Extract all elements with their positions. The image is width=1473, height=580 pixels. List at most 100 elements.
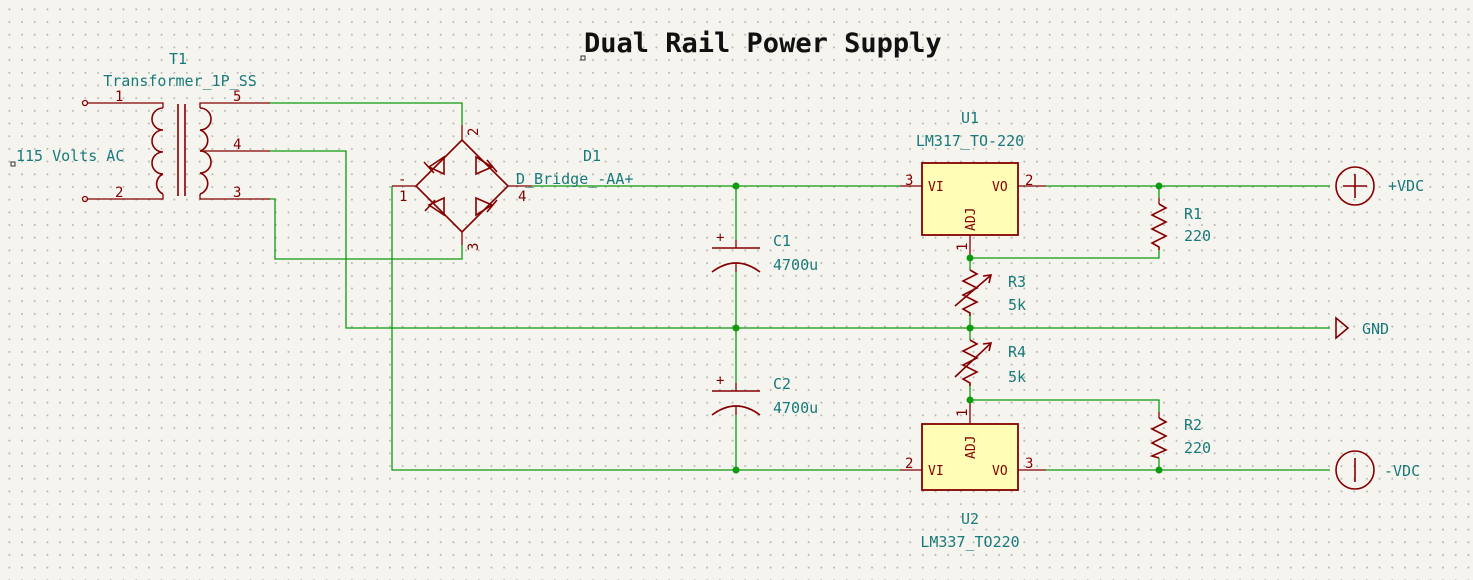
- r1-zigzag: [1150, 203, 1168, 250]
- transformer-t1[interactable]: T1 Transformer_1P_SS 1 2 5 4 3: [81, 50, 271, 203]
- u2-value: LM337_TO220: [920, 533, 1019, 551]
- r2-value: 220: [1184, 439, 1211, 457]
- u1-vi-label: VI: [928, 180, 944, 195]
- u1-pin-in-number: 3: [905, 173, 913, 189]
- c1-plus-sign: +: [716, 230, 724, 246]
- r3-arrow-head: [982, 274, 993, 284]
- regulator-u1[interactable]: U1 LM317_TO-220 VI VO ADJ 3 2 1: [900, 109, 1046, 258]
- title-anchor: [580, 55, 586, 61]
- u1-pin-out-number: 2: [1025, 173, 1033, 189]
- d1-pin2-number: 2: [466, 128, 482, 136]
- r4-zigzag: [961, 339, 979, 386]
- c2-plus-sign: +: [716, 373, 724, 389]
- d1-pin3-number: 3: [466, 243, 482, 251]
- u1-body: [921, 162, 1019, 236]
- r3-ref: R3: [1008, 273, 1026, 291]
- t1-pin1-number: 1: [115, 89, 123, 105]
- d1-minus-sign: -: [398, 172, 406, 188]
- positive-symbol-circle: [1335, 166, 1375, 206]
- r4-adjust-arrow: [954, 343, 991, 378]
- t1-secondary-coil: [199, 107, 212, 195]
- u1-ref: U1: [961, 109, 979, 127]
- u1-value: LM317_TO-220: [916, 132, 1024, 150]
- potentiometer-r4[interactable]: R4 5k: [954, 339, 1026, 386]
- d1-diode-top-right: [475, 155, 498, 176]
- t1-pin3-number: 3: [233, 185, 241, 201]
- capacitor-c2[interactable]: + C2 4700u: [711, 373, 818, 417]
- wire-t1-3-to-bridge: [270, 198, 463, 260]
- d1-diode-bottom-right: [475, 196, 498, 217]
- u2-adj-label: ADJ: [964, 436, 979, 459]
- r3-value: 5k: [1008, 296, 1026, 314]
- power-negative[interactable]: -VDC: [1335, 450, 1420, 490]
- u1-adj-label: ADJ: [964, 208, 979, 231]
- t1-pin5-lead: [199, 102, 270, 108]
- negative-symbol-circle: [1335, 450, 1375, 490]
- r4-arrow-head: [982, 342, 993, 352]
- ground-label: GND: [1362, 320, 1389, 338]
- t1-pin1-terminal: [81, 99, 89, 107]
- t1-pin1-lead: [88, 102, 164, 108]
- r2-ref: R2: [1184, 416, 1202, 434]
- c1-value: 4700u: [773, 256, 818, 274]
- junction-dot: [966, 254, 974, 262]
- junction-dot: [732, 182, 740, 190]
- u1-vo-label: VO: [992, 180, 1008, 195]
- c2-ref: C2: [773, 375, 791, 393]
- power-positive[interactable]: +VDC: [1335, 166, 1424, 206]
- d1-diode-top-left: [423, 155, 445, 176]
- u2-vo-label: VO: [992, 464, 1008, 479]
- t1-pin3-lead: [199, 194, 270, 200]
- u2-body: [921, 423, 1019, 491]
- t1-pin2-terminal: [81, 195, 89, 203]
- u2-pin-out-number: 3: [1025, 456, 1033, 472]
- junction-dot: [966, 396, 974, 404]
- t1-value: Transformer_1P_SS: [103, 72, 257, 90]
- ground-symbol: [1335, 316, 1350, 340]
- r4-ref: R4: [1008, 343, 1026, 361]
- u2-vi-label: VI: [928, 464, 944, 479]
- d1-ref: D1: [583, 147, 601, 165]
- capacitor-c1[interactable]: + C1 4700u: [711, 230, 818, 274]
- junction-dot: [966, 324, 974, 332]
- r2-zigzag: [1149, 417, 1168, 459]
- t1-ref: T1: [169, 50, 187, 68]
- power-ground[interactable]: GND: [1335, 316, 1389, 340]
- wire-center-tap-gnd: [270, 150, 1330, 329]
- c1-ref: C1: [773, 232, 791, 250]
- negative-label: -VDC: [1384, 462, 1420, 480]
- u1-pin-adj-number: 1: [955, 243, 971, 251]
- d1-pin1-number: 1: [399, 189, 407, 205]
- d1-bridge-diamond: [414, 138, 510, 234]
- wire-r2-top: [970, 399, 1160, 412]
- resistor-r1[interactable]: R1 220: [1150, 198, 1211, 250]
- junction-dot: [732, 324, 740, 332]
- junctions: [732, 182, 1163, 474]
- junction-dot: [1155, 466, 1163, 474]
- d1-value: D_Bridge_-AA+: [516, 170, 633, 188]
- t1-pin5-number: 5: [233, 89, 241, 105]
- r1-value: 220: [1184, 227, 1211, 245]
- bridge-rectifier-d1[interactable]: D1 D_Bridge_-AA+ 1 2 3 4 -: [392, 125, 633, 251]
- u2-pin-adj-number: 1: [955, 409, 971, 417]
- t1-pin2-number: 2: [115, 185, 123, 201]
- u2-pin-in-number: 2: [905, 456, 913, 472]
- schematic-title: Dual Rail Power Supply: [584, 28, 942, 59]
- t1-pin2-lead: [88, 194, 164, 200]
- t1-primary-coil: [151, 107, 164, 195]
- junction-dot: [732, 466, 740, 474]
- positive-label: +VDC: [1388, 177, 1424, 195]
- d1-diode-bottom-left: [424, 196, 445, 217]
- source-label: 115 Volts AC: [16, 147, 124, 165]
- r1-ref: R1: [1184, 205, 1202, 223]
- u2-ref: U2: [961, 510, 979, 528]
- d1-pin4-number: 4: [518, 189, 526, 205]
- wire-r1-bottom: [970, 250, 1160, 259]
- r3-adjust-arrow: [954, 275, 991, 307]
- c2-value: 4700u: [773, 399, 818, 417]
- regulator-u2[interactable]: VI VO ADJ 2 3 1 U2 LM337_TO220: [900, 400, 1046, 551]
- potentiometer-r3[interactable]: R3 5k: [954, 269, 1026, 316]
- resistor-r2[interactable]: R2 220: [1149, 412, 1211, 459]
- r3-zigzag: [961, 269, 979, 316]
